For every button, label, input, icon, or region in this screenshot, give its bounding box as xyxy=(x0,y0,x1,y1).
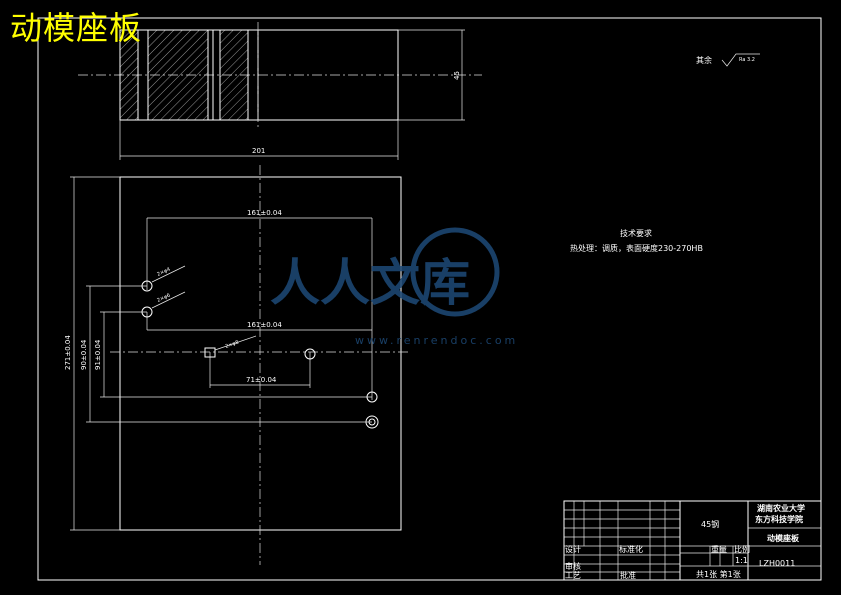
tech-line1: 热处理：调质，表面硬度230-270HB xyxy=(570,243,703,253)
watermark: 人人文库 www.renrendoc.com xyxy=(270,227,518,347)
tb-university-1: 湖南农业大学 xyxy=(757,503,805,513)
tb-drawing-no: LZH0011 xyxy=(759,559,795,568)
dim-bottom-width: 71±0.04 xyxy=(246,376,277,384)
roughness-note: 其余 Ra 3.2 xyxy=(696,53,760,67)
tb-scale: 比例 xyxy=(734,544,750,554)
dim-left-inner-a: 90±0.04 xyxy=(80,339,88,370)
watermark-brand: 人人文库 xyxy=(270,254,470,312)
tb-review: 审核 xyxy=(565,561,581,571)
roughness-prefix: 其余 xyxy=(696,55,712,65)
title-block-frame xyxy=(563,500,822,581)
hole-label-b: 2×φ6 xyxy=(156,293,171,304)
tb-university-2: 东方科技学院 xyxy=(755,514,803,524)
tb-scale-value: 1:1 xyxy=(735,556,748,565)
watermark-url: www.renrendoc.com xyxy=(355,334,518,347)
hatch-1 xyxy=(120,30,138,120)
hole-label-a: 2×φ4 xyxy=(156,267,171,278)
hole-4 xyxy=(304,348,316,360)
sheet-border xyxy=(37,17,822,581)
dim-left-inner-b: 91±0.04 xyxy=(94,339,102,370)
hole-3 xyxy=(204,347,216,358)
tech-title: 技术要求 xyxy=(620,228,652,238)
tb-process: 工艺 xyxy=(565,571,581,580)
tech-requirements: 技术要求 热处理：调质，表面硬度230-270HB xyxy=(570,228,703,253)
top-height-dim: 45 xyxy=(453,71,461,80)
hatch-3 xyxy=(220,30,248,120)
tb-approve: 批准 xyxy=(620,570,636,580)
top-section-view: 45 201 xyxy=(78,22,482,160)
front-view: 161±0.04 161±0.04 71±0.04 2×φ4 2×φ6 2×φ8… xyxy=(64,165,410,565)
overlay-title: 动模座板 xyxy=(10,9,143,47)
title-block: 45钢 湖南农业大学 东方科技学院 动模座板 设计 标准化 审核 工艺 批准 重… xyxy=(563,500,822,581)
front-outline xyxy=(119,176,402,531)
tb-part-name: 动模座板 xyxy=(767,533,800,543)
tb-weight: 重量 xyxy=(711,544,727,554)
hatch-2 xyxy=(148,30,208,120)
tb-sheet-info: 共1张 第1张 xyxy=(696,569,741,579)
watermark-ring xyxy=(410,227,500,317)
tb-standard: 标准化 xyxy=(619,544,643,554)
top-width-dim: 201 xyxy=(252,147,265,155)
tb-material: 45钢 xyxy=(701,519,719,529)
roughness-value: Ra 3.2 xyxy=(739,57,755,63)
tb-design: 设计 xyxy=(565,544,581,554)
dim-left-overall: 271±0.04 xyxy=(64,335,72,370)
dim-mid-width: 161±0.04 xyxy=(247,321,282,329)
hole-label-c: 2×φ8 xyxy=(225,340,240,350)
roughness-symbol xyxy=(721,53,760,67)
dim-top-width: 161±0.04 xyxy=(247,209,282,217)
